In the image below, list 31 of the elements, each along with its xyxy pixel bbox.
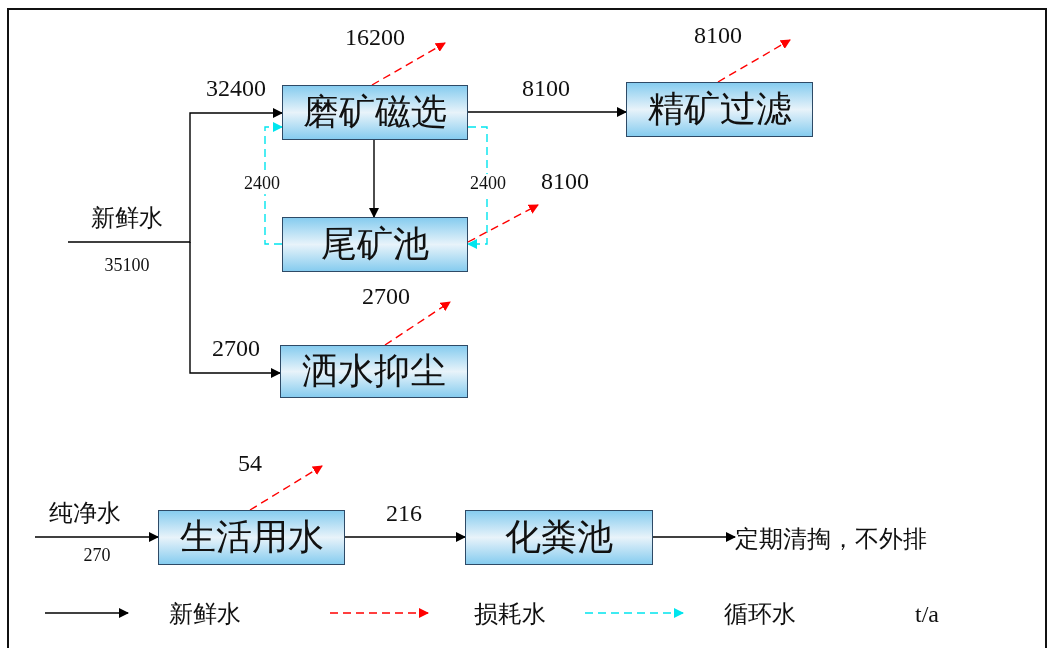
dashed-arrow bbox=[717, 39, 791, 83]
dashed-arrow bbox=[467, 126, 488, 249]
dashed-arrow bbox=[249, 465, 323, 511]
arrow bbox=[344, 532, 466, 542]
dashed-arrow bbox=[467, 204, 539, 243]
arrow bbox=[652, 532, 736, 542]
edge-label: 2400 bbox=[468, 174, 508, 194]
process-box: 尾矿池 bbox=[282, 217, 468, 272]
label-text: 纯净水 bbox=[49, 499, 121, 527]
label-text: 270 bbox=[83, 546, 111, 566]
arrow bbox=[189, 241, 281, 378]
process-box: 洒水抑尘 bbox=[280, 345, 468, 398]
arrow bbox=[467, 107, 627, 117]
dashed-arrow bbox=[371, 42, 446, 86]
legend-text: 损耗水 bbox=[474, 600, 546, 628]
dashed-arrow bbox=[264, 122, 283, 245]
arrow bbox=[369, 139, 379, 218]
legend-text: 新鲜水 bbox=[169, 600, 241, 628]
legend-text: 循环水 bbox=[724, 600, 796, 628]
process-box: 精矿过滤 bbox=[626, 82, 813, 137]
arrow bbox=[67, 108, 283, 243]
note-text: 定期清掏，不外排 bbox=[735, 520, 927, 558]
label-text: 35100 bbox=[104, 256, 150, 276]
label-text: t/a bbox=[915, 600, 939, 628]
process-box: 生活用水 bbox=[158, 510, 345, 565]
edge-label: 2400 bbox=[242, 174, 282, 194]
process-box: 化粪池 bbox=[465, 510, 653, 565]
arrow bbox=[34, 532, 159, 542]
process-box: 磨矿磁选 bbox=[282, 85, 468, 140]
dashed-arrow bbox=[384, 301, 451, 346]
label-text: 新鲜水 bbox=[91, 204, 163, 232]
